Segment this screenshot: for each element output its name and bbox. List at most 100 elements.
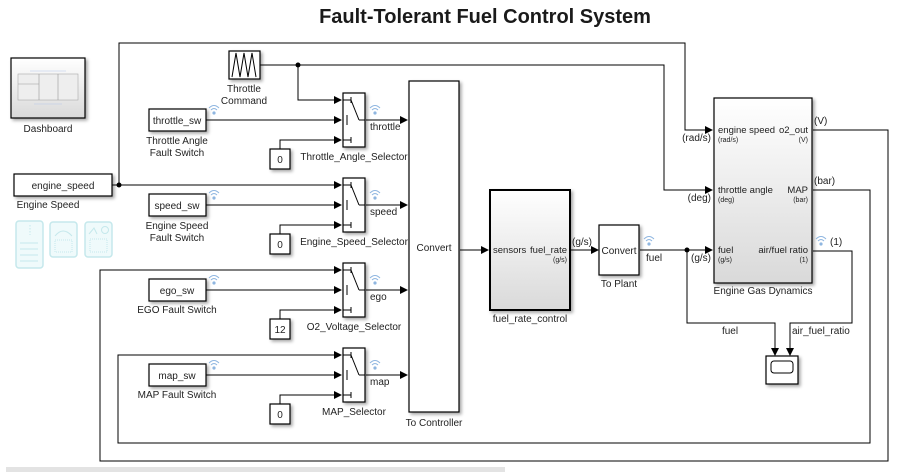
- signal-logging-icon: [208, 105, 220, 116]
- engine-gas-dynamics-subsystem[interactable]: engine speed (rad/s) throttle angle (deg…: [682, 97, 842, 297]
- svg-text:Convert: Convert: [601, 246, 636, 257]
- svg-text:Throttle: Throttle: [227, 84, 261, 95]
- constant-block[interactable]: 0: [269, 233, 291, 255]
- scope-block[interactable]: fuel air_fuel_ratio: [722, 326, 850, 385]
- wire-throttle-command-to-selector: [297, 65, 342, 104]
- fuel-rate-wire-unit: (g/s): [572, 237, 592, 248]
- fuel-signal-label: fuel: [646, 253, 662, 264]
- signal-logging-icon: [369, 190, 381, 201]
- signal-logging-icon: [208, 275, 220, 286]
- signal-logging-icon: [369, 360, 381, 371]
- to-plant-block[interactable]: Convert To Plant fuel: [598, 224, 662, 290]
- svg-text:0: 0: [277, 155, 283, 166]
- svg-text:To Plant: To Plant: [601, 279, 637, 290]
- selector-signal-label: throttle: [370, 122, 401, 133]
- to-controller-block[interactable]: Convert To Controller: [406, 80, 463, 429]
- horizontal-scrollbar[interactable]: [6, 467, 505, 472]
- gauge-panel-icon: [49, 221, 78, 258]
- svg-text:(1): (1): [799, 257, 808, 264]
- dashboard-label: Dashboard: [24, 124, 73, 135]
- svg-text:EGO Fault Switch: EGO Fault Switch: [137, 305, 216, 316]
- svg-text:(deg): (deg): [718, 197, 734, 204]
- constant-block[interactable]: 0: [269, 403, 291, 425]
- dashboard-block[interactable]: Dashboard: [10, 57, 86, 135]
- svg-text:fuel: fuel: [718, 245, 733, 256]
- svg-text:(bar): (bar): [793, 197, 808, 204]
- svg-text:(g/s): (g/s): [553, 257, 567, 264]
- engine-speed-label: Engine Speed: [17, 200, 80, 211]
- svg-text:MAP: MAP: [787, 185, 808, 196]
- svg-text:(1): (1): [830, 237, 842, 248]
- dashboard-widgets[interactable]: [15, 220, 113, 269]
- svg-text:air/fuel ratio: air/fuel ratio: [758, 245, 808, 256]
- svg-text:o2_out: o2_out: [779, 125, 808, 136]
- wire-map-feedback: [117, 189, 871, 444]
- svg-text:Convert: Convert: [416, 243, 451, 254]
- svg-text:(rad/s): (rad/s): [682, 133, 711, 144]
- svg-text:(g/s): (g/s): [691, 253, 711, 264]
- selector-label: Throttle_Angle_Selector: [300, 152, 408, 163]
- svg-text:Fault Switch: Fault Switch: [150, 233, 204, 244]
- throttle-sw-block[interactable]: throttle_sw Throttle Angle Fault Switch: [146, 105, 220, 160]
- svg-text:map_sw: map_sw: [158, 371, 196, 382]
- svg-text:(g/s): (g/s): [718, 257, 732, 264]
- wires: [99, 42, 889, 462]
- diagram-title: Fault-Tolerant Fuel Control System: [319, 6, 651, 28]
- selector-label: Engine_Speed_Selector: [300, 237, 409, 248]
- engine-speed-block[interactable]: engine_speed Engine Speed: [13, 173, 113, 211]
- signal-logging-icon: [369, 105, 381, 116]
- selector-signal-label: ego: [370, 292, 387, 303]
- wire-throttle-command: [260, 64, 713, 194]
- speed-sw-block[interactable]: speed_sw Engine Speed Fault Switch: [146, 190, 220, 245]
- constant-block[interactable]: 12: [269, 318, 291, 340]
- to-controller-label: To Controller: [406, 418, 463, 429]
- signal-logging-icon: [815, 236, 827, 247]
- selector-signal-label: speed: [370, 207, 397, 218]
- svg-text:throttle angle: throttle angle: [718, 185, 773, 196]
- throttle-command-block[interactable]: Throttle Command: [221, 50, 267, 107]
- constant-block[interactable]: 0: [269, 148, 291, 170]
- fuel-rate-control-subsystem[interactable]: sensors fuel_rate (g/s) fuel_rate_contro…: [489, 189, 592, 325]
- svg-text:Throttle Angle: Throttle Angle: [146, 136, 208, 147]
- wire-fuel-to-scope: [686, 250, 779, 356]
- svg-text:throttle_sw: throttle_sw: [153, 116, 202, 127]
- svg-text:12: 12: [274, 325, 286, 336]
- svg-text:engine speed: engine speed: [718, 125, 775, 136]
- wire-afr-to-scope: [786, 250, 853, 356]
- svg-text:(rad/s): (rad/s): [718, 137, 738, 144]
- svg-text:Fault Switch: Fault Switch: [150, 148, 204, 159]
- svg-text:speed_sw: speed_sw: [154, 201, 200, 212]
- dual-gauge-panel-icon: [84, 221, 113, 258]
- selector-signal-label: map: [370, 377, 390, 388]
- svg-text:0: 0: [277, 240, 283, 251]
- signal-logging-icon: [643, 236, 655, 247]
- svg-text:Engine Speed: Engine Speed: [146, 221, 209, 232]
- selector-label: O2_Voltage_Selector: [307, 322, 402, 333]
- selector-label: MAP_Selector: [322, 407, 387, 418]
- wire-engine-speed-to-plant: [118, 42, 713, 185]
- scope-fuel-label: fuel: [722, 326, 738, 337]
- ego-sw-block[interactable]: ego_sw EGO Fault Switch: [137, 275, 220, 317]
- slider-switch-panel-icon: [15, 220, 44, 269]
- svg-text:MAP Fault Switch: MAP Fault Switch: [138, 390, 217, 401]
- svg-text:ego_sw: ego_sw: [160, 286, 195, 297]
- map-sw-block[interactable]: map_sw MAP Fault Switch: [138, 360, 220, 402]
- svg-text:fuel_rate: fuel_rate: [530, 245, 567, 256]
- svg-text:(V): (V): [799, 137, 808, 144]
- signal-logging-icon: [208, 360, 220, 371]
- signal-logging-icon: [369, 275, 381, 286]
- svg-text:engine_speed: engine_speed: [32, 181, 95, 192]
- svg-text:(V): (V): [814, 116, 827, 127]
- svg-text:(deg): (deg): [688, 193, 711, 204]
- svg-text:(bar): (bar): [814, 176, 835, 187]
- svg-text:Engine Gas Dynamics: Engine Gas Dynamics: [714, 286, 813, 297]
- svg-text:Command: Command: [221, 96, 267, 107]
- scope-afr-label: air_fuel_ratio: [792, 326, 850, 337]
- signal-logging-icon: [208, 190, 220, 201]
- svg-text:sensors: sensors: [493, 245, 527, 256]
